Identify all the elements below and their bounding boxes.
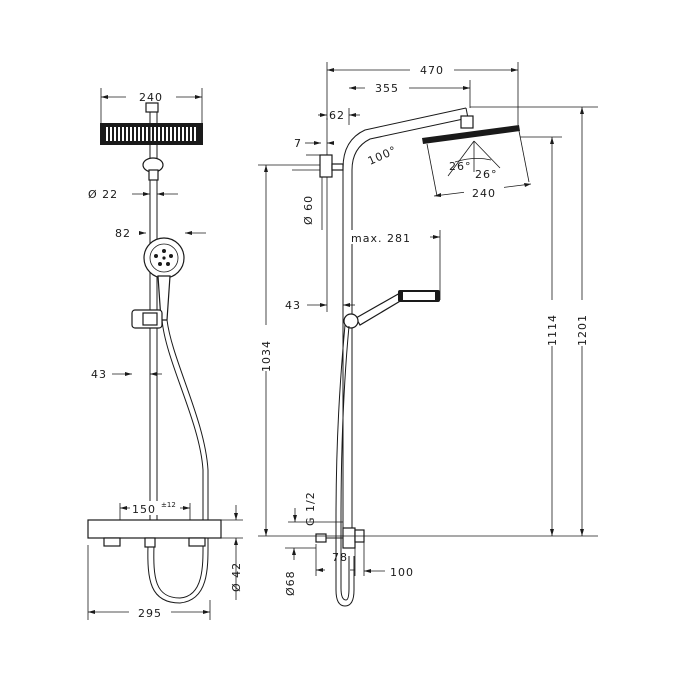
front-wall-offset-label: Ø 42: [230, 562, 243, 592]
side-view: 470 355 62 7: [258, 62, 598, 607]
side-bracket-diameter-dimension: Ø 60: [292, 154, 323, 230]
front-hose: [147, 319, 209, 604]
side-arm-length-dimension: 355: [349, 80, 471, 108]
front-thermostat: [87, 519, 222, 548]
side-rail-height-label: 1034: [260, 340, 273, 372]
side-thread-label: G 1/2: [304, 491, 317, 526]
front-rail-diameter-dimension: Ø 22: [88, 188, 178, 201]
side-arm-reach-dimension: 470: [326, 62, 519, 125]
side-hand-shower: [343, 290, 440, 329]
side-slider-offset-label: 43: [285, 299, 301, 312]
side-thermostat: [315, 527, 365, 549]
front-overhead-shower: [100, 102, 203, 145]
side-overall-height-dimension: 1201: [470, 106, 598, 536]
side-arm-angle-label: 100°: [366, 143, 399, 167]
side-head-height-dimension: 1114: [520, 136, 562, 536]
front-slider-offset-dimension: 43: [91, 368, 162, 381]
front-head-width-dimension: 240: [100, 88, 203, 125]
side-outlet-offset-label: 100: [390, 566, 414, 579]
front-handshower-width-dimension: 82: [115, 227, 206, 240]
front-slider-offset-label: 43: [91, 368, 107, 381]
side-bracket-depth-dimension: 7: [294, 137, 334, 150]
front-view: 240 Ø 22 82: [87, 88, 243, 620]
side-slider-offset-dimension: 43: [285, 299, 355, 312]
side-arm-reach-label: 470: [420, 64, 444, 77]
front-connection-spacing-dimension: 150 ±12: [119, 501, 191, 520]
front-head-width-label: 240: [139, 91, 163, 104]
side-arm-length-label: 355: [375, 82, 399, 95]
side-head-tilt-left-label: 26°: [449, 160, 472, 173]
front-connection-spacing-label: 150: [132, 503, 156, 516]
side-rail-height-dimension: 1034: [258, 164, 320, 536]
side-head-width-dimension: 240: [433, 183, 532, 200]
side-valve-depth-dimension: 78: [315, 544, 356, 576]
side-head-height-label: 1114: [546, 314, 559, 346]
side-handshower-reach-dimension: max. 281: [350, 230, 441, 300]
side-bracket-depth-label: 7: [294, 137, 302, 150]
side-wall-bracket: [319, 154, 344, 178]
side-rail-offset-label: 62: [329, 109, 345, 122]
side-head-tilt-right-label: 26°: [475, 168, 498, 181]
side-rail-offset-dimension: 62: [318, 108, 360, 125]
side-handshower-reach-label: max. 281: [351, 232, 411, 245]
front-overall-width-dimension: 295: [87, 545, 211, 620]
front-handshower-width-label: 82: [115, 227, 131, 240]
side-head-width-label: 240: [472, 187, 496, 200]
side-valve-depth-label: 78: [332, 551, 348, 564]
side-overall-height-label: 1201: [576, 314, 589, 346]
side-valve-diameter-label: Ø68: [284, 570, 297, 596]
side-thread-dimension: G 1/2: [288, 491, 343, 526]
front-wall-offset-dimension: Ø 42: [221, 505, 243, 600]
front-rail-diameter-label: Ø 22: [88, 188, 118, 201]
side-outlet-offset-dimension: 100: [363, 542, 414, 579]
side-bracket-diameter-label: Ø 60: [302, 195, 315, 225]
side-hose: [335, 324, 355, 607]
front-slider: [131, 309, 163, 329]
front-connection-tolerance-label: ±12: [161, 501, 176, 509]
side-overhead-shower: [422, 115, 530, 197]
front-overall-width-label: 295: [138, 607, 162, 620]
side-valve-diameter-dimension: Ø68: [284, 547, 316, 596]
